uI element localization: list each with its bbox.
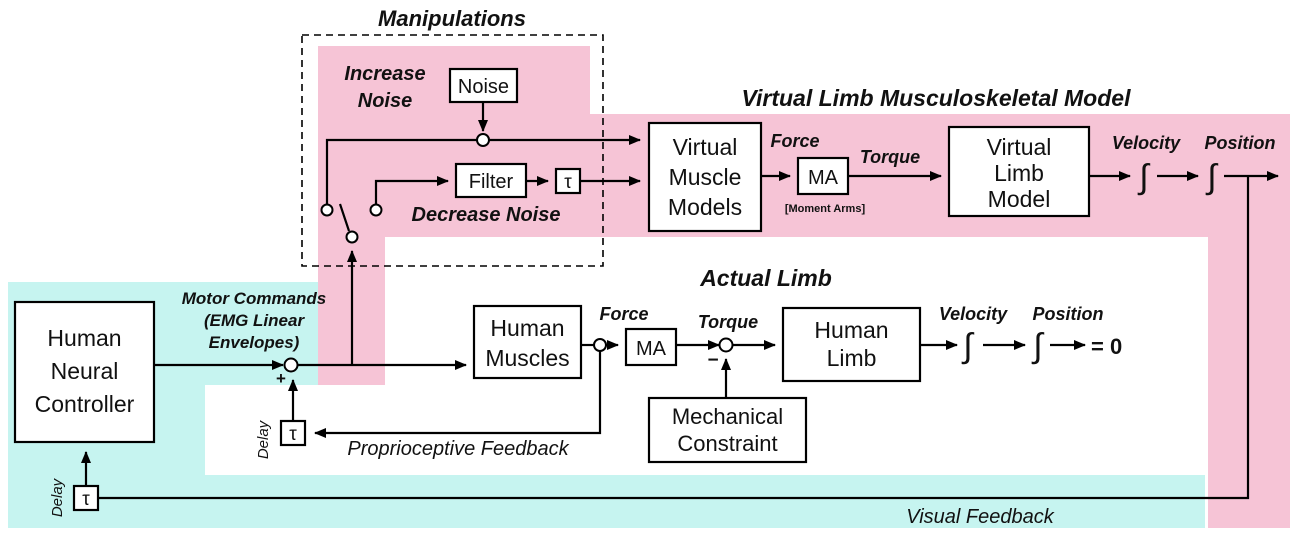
decrease-noise-label: Decrease Noise bbox=[412, 204, 561, 226]
actual-integral-1: ∫ bbox=[961, 327, 974, 365]
actual-integral-2: ∫ bbox=[1031, 327, 1044, 365]
virtual-limb-model-l2: Limb bbox=[994, 160, 1044, 186]
noise-box-label: Noise bbox=[458, 76, 509, 98]
virtual-integral-2: ∫ bbox=[1205, 158, 1218, 196]
actual-limb-title: Actual Limb bbox=[699, 265, 832, 291]
virtual-ma-label: MA bbox=[808, 167, 839, 189]
visual-tau-label: τ bbox=[82, 489, 90, 510]
controller-l1: Human bbox=[47, 325, 121, 351]
proprio-tau-label: τ bbox=[289, 424, 297, 445]
virtual-limb-model-l1: Virtual bbox=[987, 134, 1052, 160]
human-limb-l1: Human bbox=[814, 317, 888, 343]
visual-delay-label: Delay bbox=[49, 477, 66, 517]
virtual-model-title: Virtual Limb Musculoskeletal Model bbox=[742, 85, 1132, 111]
actual-ma-label: MA bbox=[636, 338, 667, 360]
virtual-position-label: Position bbox=[1205, 133, 1276, 153]
filter-box-label: Filter bbox=[469, 171, 514, 193]
increase-noise-path bbox=[325, 138, 477, 204]
virtual-limb-model-box bbox=[947, 125, 1091, 218]
manipulations-title: Manipulations bbox=[378, 6, 526, 31]
manipulations-box bbox=[301, 34, 604, 267]
controller-l3: Controller bbox=[35, 391, 135, 417]
human-limb-l2: Limb bbox=[827, 345, 877, 371]
manip-tau-label: τ bbox=[564, 172, 572, 193]
increase-noise-label-2: Noise bbox=[358, 90, 412, 112]
virtual-muscle-models-l2: Muscle bbox=[669, 164, 742, 190]
switch-pivot bbox=[345, 230, 359, 244]
human-limb-box bbox=[781, 306, 922, 383]
noise-sum-node bbox=[476, 133, 490, 147]
human-muscles-l2: Muscles bbox=[485, 345, 569, 371]
human-muscles-box bbox=[472, 304, 583, 380]
actual-force-label: Force bbox=[599, 304, 648, 324]
motor-sum-plus: + bbox=[276, 369, 286, 388]
virtual-muscle-models-l1: Virtual bbox=[673, 134, 738, 160]
proprioceptive-path bbox=[314, 351, 602, 438]
virtual-muscle-models-box bbox=[647, 121, 763, 233]
switch-contact-decrease bbox=[369, 203, 383, 217]
proprioceptive-label: Proprioceptive Feedback bbox=[347, 438, 569, 460]
force-branch-node bbox=[593, 338, 607, 352]
constraint-l1: Mechanical bbox=[672, 404, 783, 429]
visual-feedback-label: Visual Feedback bbox=[906, 506, 1055, 528]
actual-torque-label: Torque bbox=[698, 312, 758, 332]
actual-zero-label: = 0 bbox=[1091, 334, 1122, 359]
controller-l2: Neural bbox=[51, 358, 119, 384]
decrease-noise-path bbox=[374, 176, 449, 204]
actual-position-label: Position bbox=[1033, 304, 1104, 324]
noise-box bbox=[448, 67, 519, 104]
switch-lever bbox=[338, 203, 351, 232]
actual-ma-box bbox=[624, 327, 678, 367]
motor-commands-l1: Motor Commands bbox=[182, 289, 327, 308]
motor-commands-l2: (EMG Linear bbox=[204, 311, 306, 330]
motor-sum-node bbox=[283, 357, 299, 373]
switch-contact-increase bbox=[320, 203, 334, 217]
proprio-delay-label: Delay bbox=[255, 419, 272, 459]
mechanical-constraint-box bbox=[647, 396, 808, 464]
increase-noise-label-1: Increase bbox=[344, 63, 425, 85]
constraint-l2: Constraint bbox=[677, 431, 777, 456]
actual-velocity-label: Velocity bbox=[939, 304, 1008, 324]
torque-sum-minus: − bbox=[707, 350, 718, 371]
virtual-muscle-models-l3: Models bbox=[668, 194, 742, 220]
virtual-limb-model-l3: Model bbox=[988, 186, 1051, 212]
virtual-torque-label: Torque bbox=[860, 147, 920, 167]
moment-arms-label: [Moment Arms] bbox=[785, 203, 866, 215]
visual-feedback-path bbox=[98, 176, 1250, 500]
torque-sum-node bbox=[718, 337, 734, 353]
motor-commands-l3: Envelopes) bbox=[209, 333, 300, 352]
virtual-integral-1: ∫ bbox=[1137, 158, 1150, 196]
virtual-force-label: Force bbox=[770, 131, 819, 151]
human-neural-controller-box bbox=[13, 300, 156, 444]
cyan-region bbox=[8, 282, 1205, 528]
human-muscles-l1: Human bbox=[490, 315, 564, 341]
virtual-velocity-label: Velocity bbox=[1112, 133, 1181, 153]
